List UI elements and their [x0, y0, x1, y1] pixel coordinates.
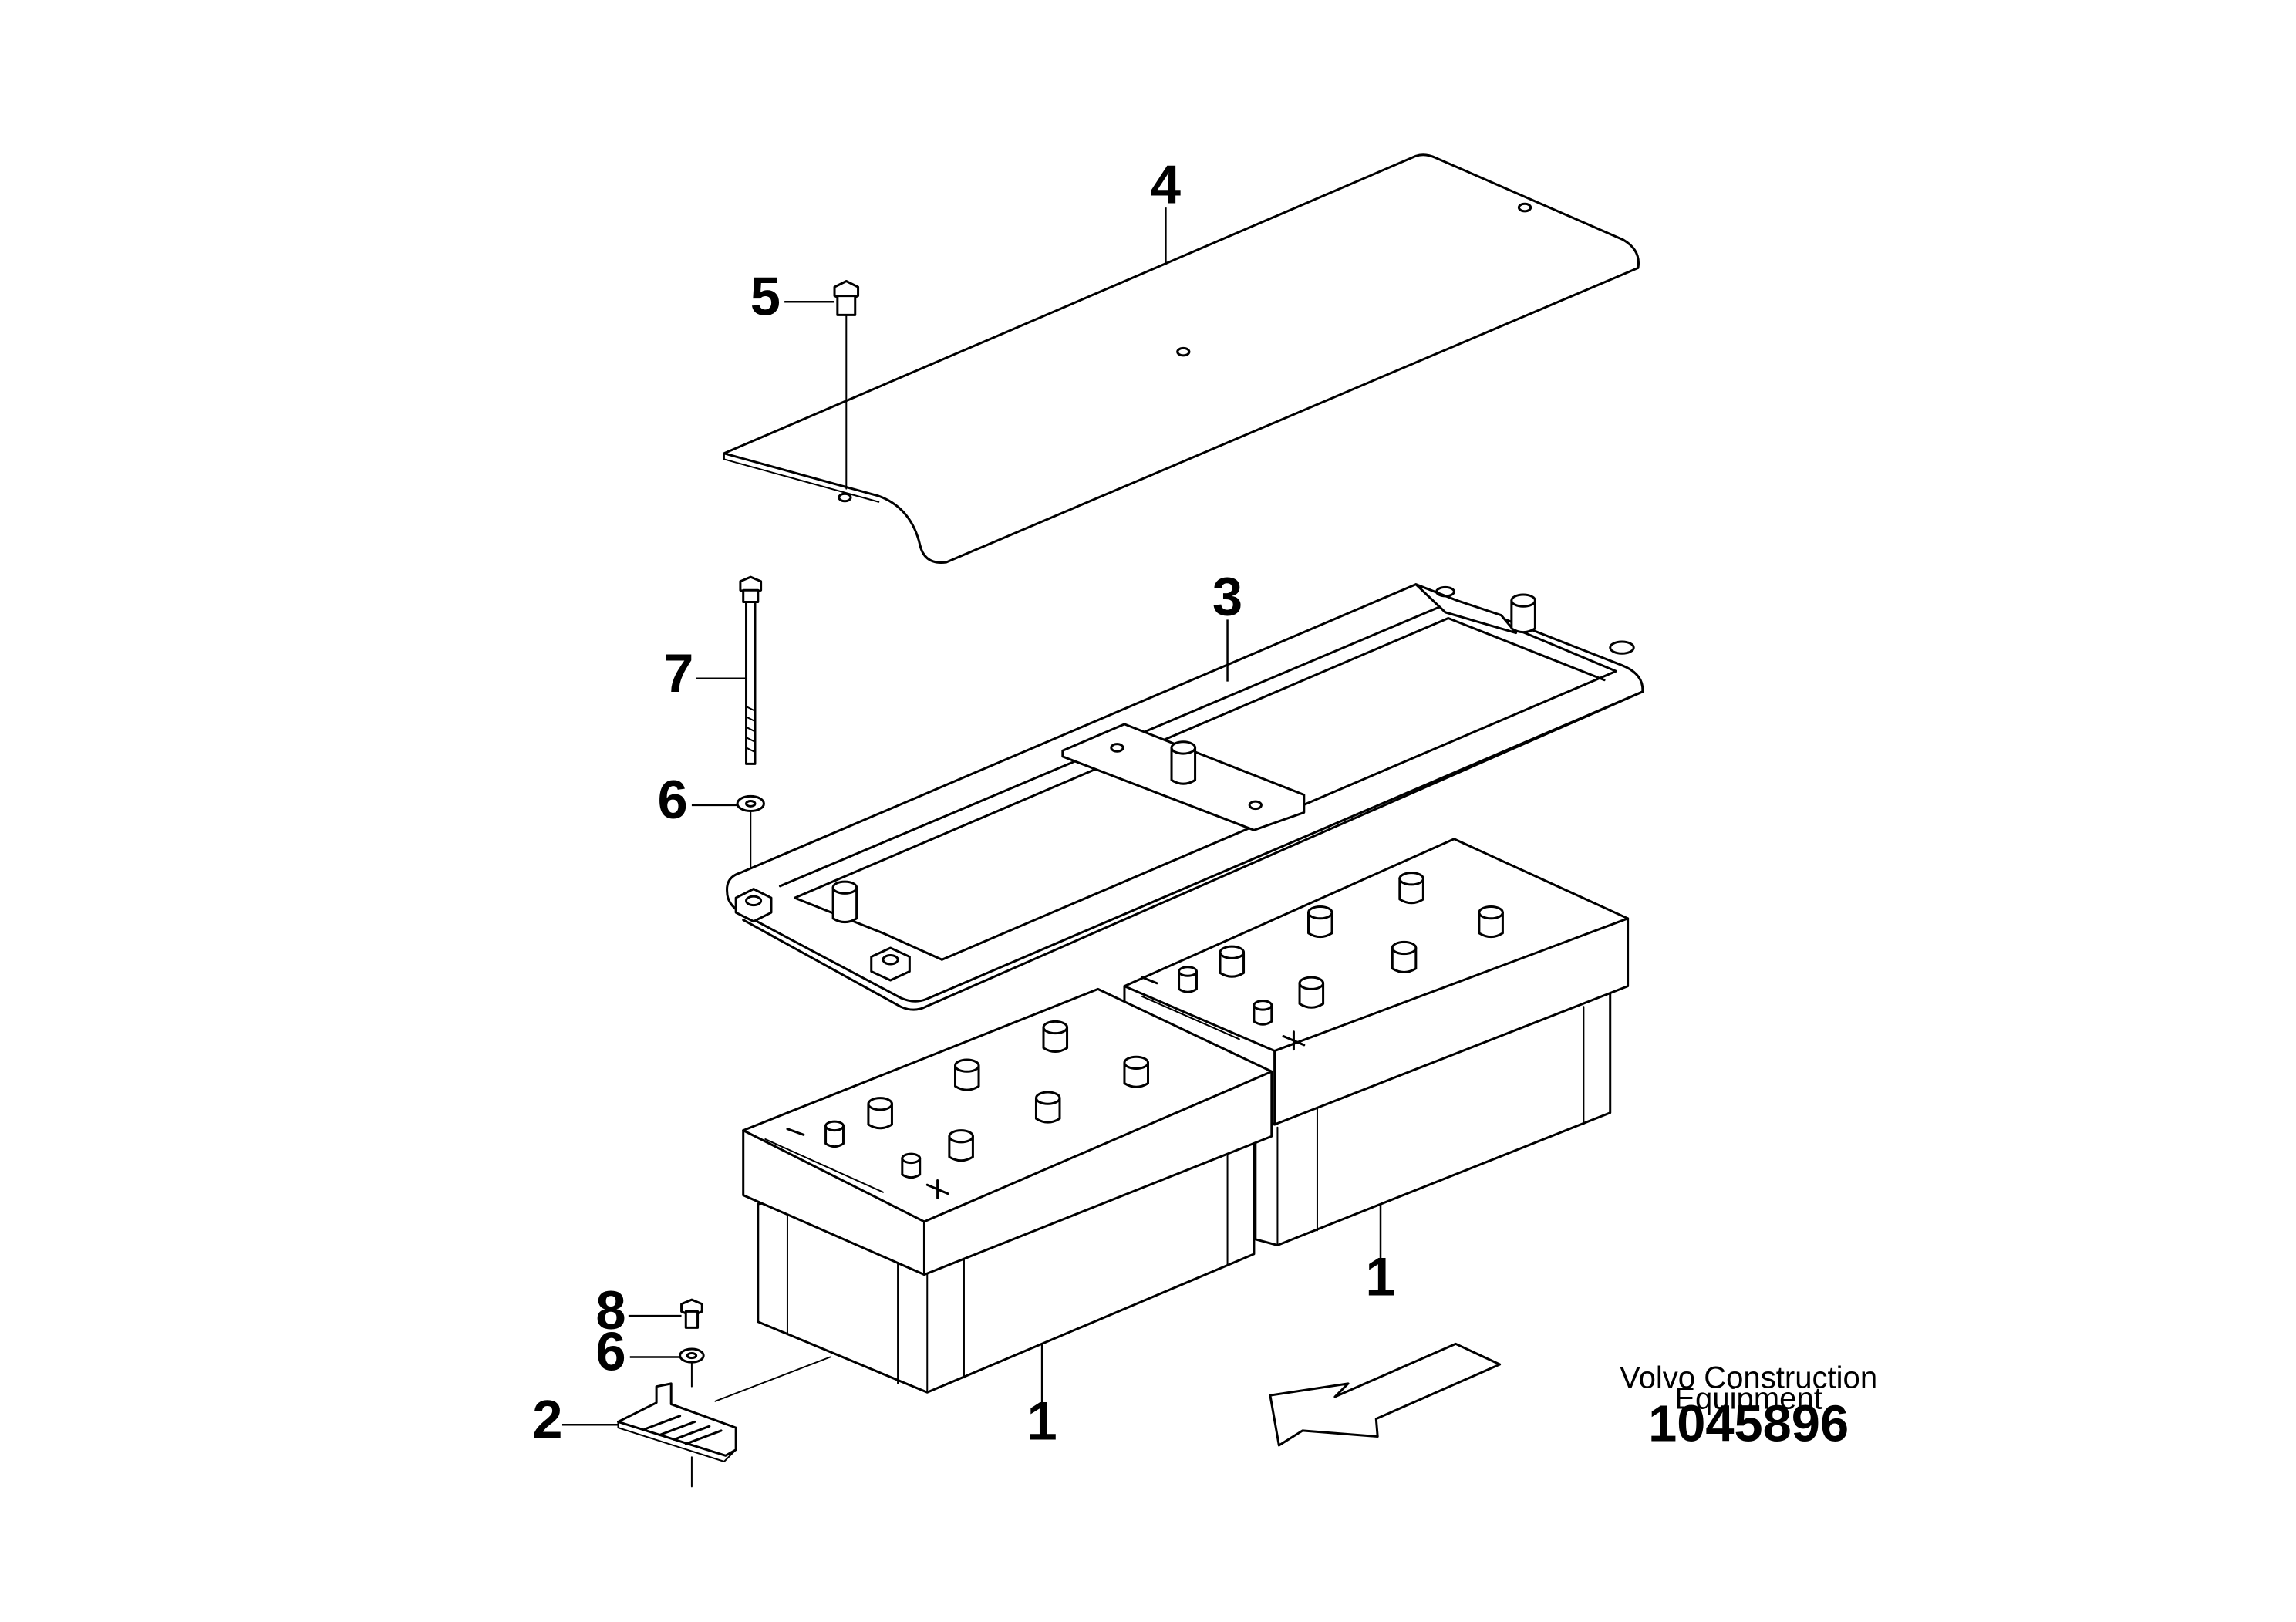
battery-left-terminals: [826, 1021, 1148, 1177]
callout-labels: 4 5 3 7 6 8 6 2 1 1: [532, 153, 1395, 1451]
battery-cover: [724, 155, 1639, 563]
leader-lines: [562, 207, 1381, 1425]
bolt-7: [740, 577, 761, 764]
callout-1-right: 1: [1365, 1246, 1395, 1307]
callout-4: 4: [1151, 153, 1181, 214]
callout-6-upper: 6: [657, 769, 687, 830]
callout-6-lower: 6: [595, 1321, 625, 1382]
callout-1-left: 1: [1027, 1390, 1057, 1451]
footer-block: Volvo Construction Equipment 1045896: [1620, 1361, 1877, 1453]
battery-frame: [727, 585, 1643, 1010]
callout-8: 8: [595, 1280, 625, 1340]
bolt-8: [682, 1300, 703, 1327]
callout-3: 3: [1212, 566, 1242, 627]
washer-6-lower: [680, 1349, 704, 1387]
direction-arrow-icon: [1270, 1344, 1500, 1445]
part-number: 1045896: [1648, 1395, 1849, 1452]
callout-7: 7: [663, 642, 693, 703]
battery-right: [1124, 839, 1628, 1246]
brand-line-2: Equipment: [1674, 1381, 1822, 1415]
callout-2: 2: [532, 1388, 562, 1449]
brand-line-1: Volvo Construction: [1620, 1361, 1877, 1395]
bolt-5: [834, 281, 858, 488]
battery-left: [743, 989, 1272, 1392]
battery-right-terminals: [1179, 873, 1503, 1025]
bracket-2: [619, 1357, 831, 1486]
callout-5: 5: [750, 265, 781, 326]
